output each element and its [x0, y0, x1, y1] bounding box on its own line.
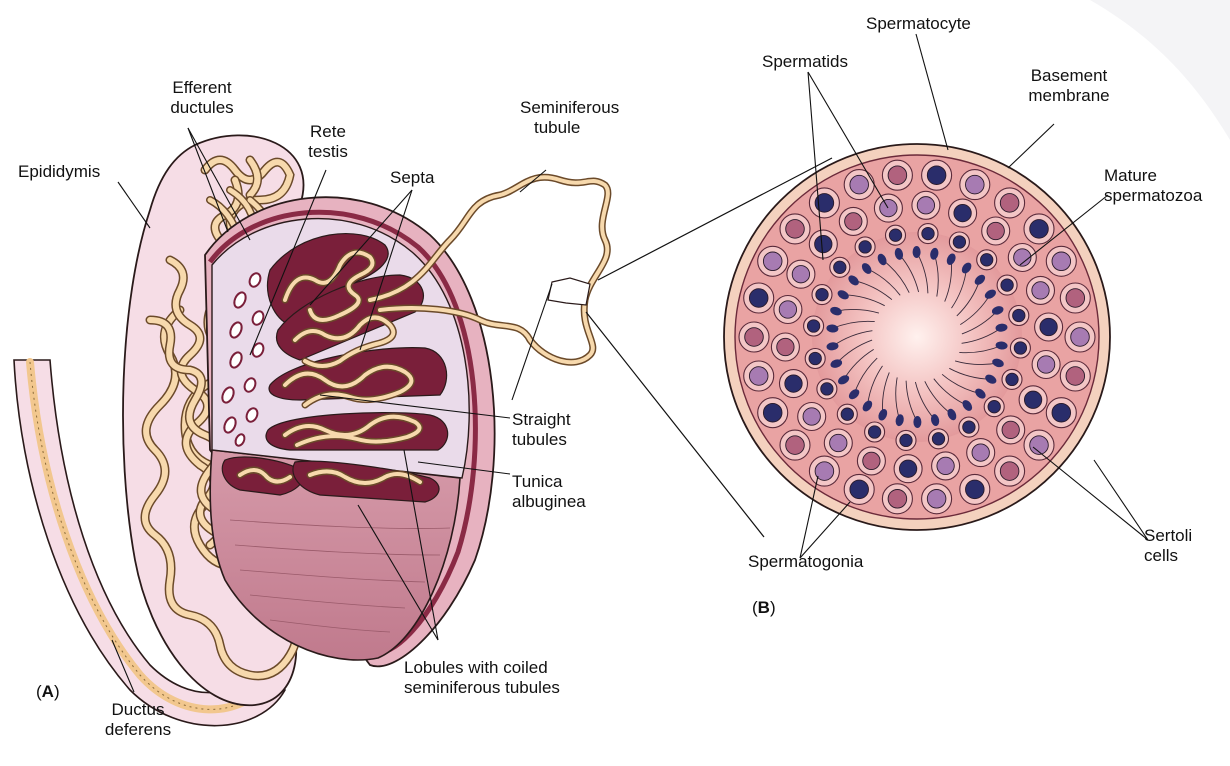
spermatocyte-cell-nucleus [779, 301, 796, 318]
spermatid-cell-nucleus [868, 426, 880, 438]
spermatocyte-cell-nucleus [1040, 318, 1057, 335]
spermatogonium-cell-nucleus [1000, 462, 1019, 481]
spermatid-cell-nucleus [932, 433, 944, 445]
spermatogonium-cell-nucleus [850, 480, 869, 499]
label-lobules: Lobules with coiled seminiferous tubules [404, 658, 560, 698]
spermatid-cell-nucleus [807, 320, 819, 332]
spermatocyte-cell-nucleus [987, 222, 1004, 239]
spermatocyte-cell-nucleus [803, 408, 820, 425]
section-marker [548, 278, 590, 305]
spermatid-cell-nucleus [981, 254, 993, 266]
spermatogonium-cell-nucleus [749, 289, 768, 308]
spermatogonium-cell-nucleus [1071, 328, 1090, 347]
label-sertoli-cells: Sertoli cells [1144, 526, 1192, 566]
spermatogonium-cell-nucleus [927, 166, 946, 185]
label-mature-spermatozoa: Mature spermatozoa [1104, 166, 1202, 206]
spermatocyte-cell-nucleus [1037, 356, 1054, 373]
label-septa: Septa [390, 168, 434, 188]
spermatocyte-cell-nucleus [1032, 282, 1049, 299]
spermatogonium-cell-nucleus [763, 252, 782, 271]
spermatocyte-cell-nucleus [785, 375, 802, 392]
spermatid-cell-nucleus [922, 227, 934, 239]
spermatogonium-cell-nucleus [966, 480, 985, 499]
spermatogonium-cell-nucleus [1052, 252, 1071, 271]
label-seminiferous-tubule: Seminiferous tubule [520, 98, 619, 138]
spermatocyte-cell-nucleus [863, 452, 880, 469]
spermatogonium-cell-nucleus [888, 490, 907, 509]
spermatogonium-cell-nucleus [745, 328, 764, 347]
spermatocyte-cell-nucleus [972, 444, 989, 461]
label-basement-membrane: Basement membrane [1018, 66, 1120, 106]
label-ductus-deferens: Ductus deferens [98, 700, 178, 740]
spermatid-cell-nucleus [1014, 342, 1026, 354]
spermatocyte-cell-nucleus [899, 460, 916, 477]
label-spermatids: Spermatids [762, 52, 848, 72]
spermatid-cell-nucleus [1006, 373, 1018, 385]
panel-b-tag: (B) [752, 598, 776, 618]
panel-b-drawing [724, 34, 1148, 558]
spermatogonium-cell-nucleus [1000, 194, 1019, 213]
spermatozoon-head [913, 246, 921, 258]
spermatid-cell-nucleus [889, 229, 901, 241]
spermatid-cell-nucleus [859, 241, 871, 253]
spermatogonium-cell-nucleus [786, 436, 805, 455]
spermatid-cell-nucleus [834, 261, 846, 273]
spermatocyte-cell-nucleus [937, 457, 954, 474]
spermatocyte-cell-nucleus [1024, 391, 1041, 408]
spermatid-cell-nucleus [953, 236, 965, 248]
label-epididymis: Epididymis [18, 162, 100, 182]
spermatid-cell-nucleus [900, 434, 912, 446]
spermatocyte-cell-nucleus [880, 199, 897, 216]
spermatid-cell-nucleus [816, 288, 828, 300]
spermatocyte-cell-nucleus [792, 266, 809, 283]
spermatocyte-cell-nucleus [917, 197, 934, 214]
spermatid-cell-nucleus [1001, 279, 1013, 291]
spermatocyte-cell-nucleus [815, 235, 832, 252]
spermatid-cell-nucleus [821, 383, 833, 395]
spermatogonium-cell-nucleus [1066, 367, 1085, 386]
label-efferent-ductules: Efferent ductules [162, 78, 242, 118]
spermatogonium-cell-nucleus [1030, 220, 1049, 239]
spermatocyte-cell-nucleus [777, 338, 794, 355]
spermatogonium-cell-nucleus [763, 403, 782, 422]
spermatogonium-cell-nucleus [966, 175, 985, 194]
label-tunica-albuginea: Tunica albuginea [512, 472, 586, 512]
spermatocyte-cell-nucleus [954, 204, 971, 221]
spermatogonium-cell-nucleus [1066, 289, 1085, 308]
panel-a-tag: (A) [36, 682, 60, 702]
spermatid-cell-nucleus [841, 408, 853, 420]
spermatogonium-cell-nucleus [888, 166, 907, 185]
spermatogonium-cell-nucleus [850, 175, 869, 194]
spermatid-cell-nucleus [963, 421, 975, 433]
label-spermatocyte: Spermatocyte [866, 14, 971, 34]
spermatogonium-cell-nucleus [1052, 403, 1071, 422]
label-straight-tubules: Straight tubules [512, 410, 571, 450]
spermatocyte-cell-nucleus [1002, 421, 1019, 438]
spermatogonium-cell-nucleus [927, 490, 946, 509]
label-spermatogonia: Spermatogonia [748, 552, 863, 572]
spermatocyte-cell-nucleus [830, 434, 847, 451]
spermatid-cell-nucleus [1013, 309, 1025, 321]
spermatid-cell-nucleus [809, 352, 821, 364]
spermatid-cell-nucleus [988, 401, 1000, 413]
spermatocyte-cell-nucleus [845, 213, 862, 230]
label-rete-testis: Rete testis [300, 122, 356, 162]
spermatogonium-cell-nucleus [749, 367, 768, 386]
spermatozoon-head [913, 416, 921, 428]
spermatogonium-cell-nucleus [786, 220, 805, 239]
